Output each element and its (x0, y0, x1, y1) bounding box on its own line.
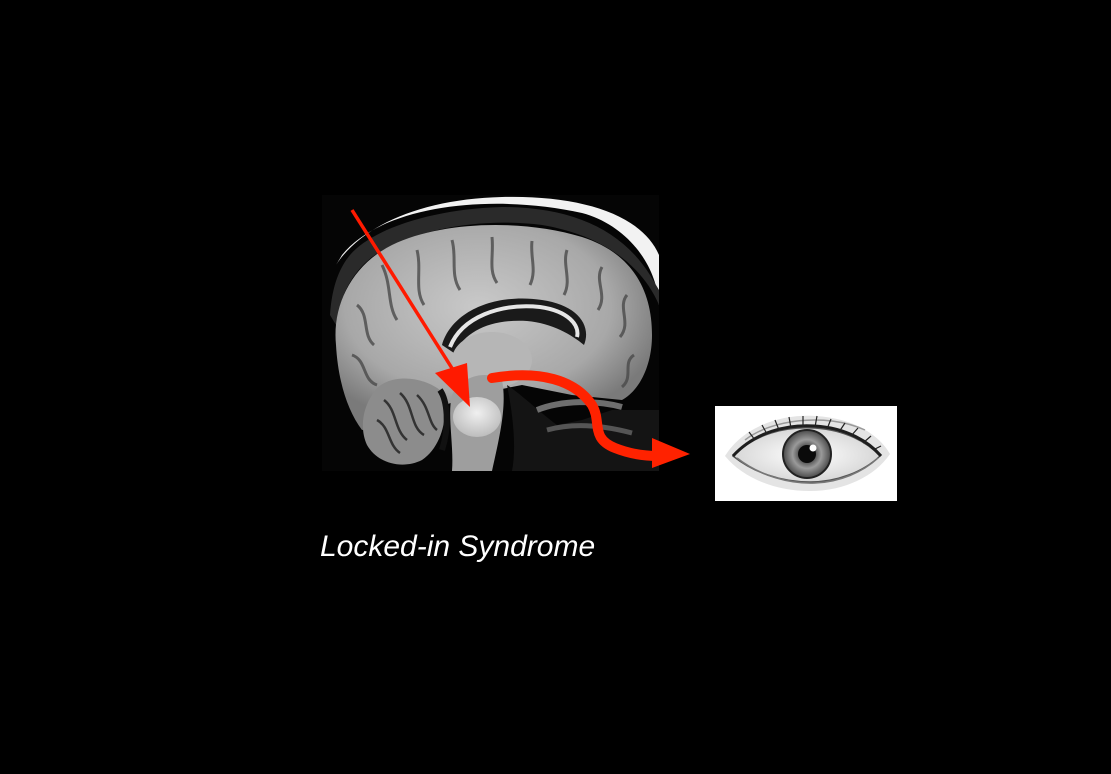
curved-arrow-icon (480, 360, 710, 480)
slide-caption: Locked-in Syndrome (320, 530, 595, 564)
eye-illustration-icon (715, 406, 897, 501)
